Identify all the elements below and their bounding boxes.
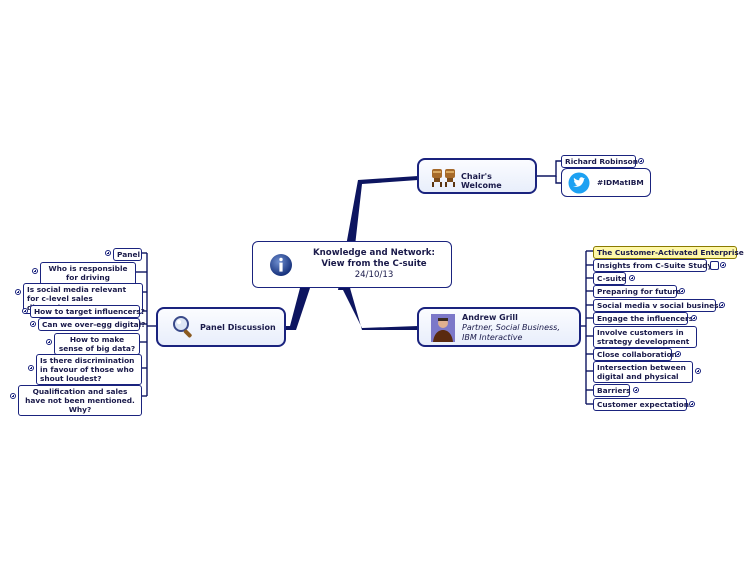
expand-icon[interactable] [22, 308, 28, 314]
speaker-item-label: Preparing for future [597, 287, 682, 296]
chairs-subbranches [536, 160, 561, 184]
speaker-item[interactable]: C-suite [593, 272, 626, 285]
panel-item[interactable]: Panel [113, 248, 142, 261]
twitter-node[interactable]: #IDMatIBM [561, 168, 651, 197]
panel-item[interactable]: Can we over-egg digital? [38, 318, 145, 331]
speaker-item[interactable]: Involve customers in strategy developmen… [593, 326, 697, 348]
info-icon [270, 254, 292, 276]
expand-icon[interactable] [105, 250, 111, 256]
branch-chairs-welcome [338, 176, 418, 290]
speaker-subbranches [580, 250, 593, 405]
expand-icon[interactable] [638, 158, 644, 164]
speaker-item[interactable]: Engage the influencers [593, 312, 693, 325]
speaker-item-label: Customer expectations [597, 400, 694, 409]
speaker-item[interactable]: Preparing for future [593, 285, 681, 298]
branch-speaker [342, 288, 418, 330]
topic-chairs-welcome[interactable]: Chair's Welcome [417, 158, 537, 194]
expand-icon[interactable] [695, 368, 701, 374]
expand-icon[interactable] [720, 262, 726, 268]
central-date: 24/10/13 [354, 270, 394, 280]
speaker-item[interactable]: Barriers [593, 384, 631, 397]
speaker-item-label: Engage the influencers [597, 314, 694, 323]
speaker-item-label: Involve customers in strategy developmen… [597, 328, 690, 346]
branch-panel [286, 288, 310, 330]
expand-icon[interactable] [32, 268, 38, 274]
panel-item[interactable]: How to make sense of big data? [54, 333, 140, 355]
richard-robinson-label: Richard Robinson [565, 157, 638, 166]
panel-item-label: Qualification and sales have not been me… [25, 387, 135, 414]
central-title-line1: Knowledge and Network: [313, 248, 435, 258]
expand-icon[interactable] [675, 351, 681, 357]
expand-icon[interactable] [30, 321, 36, 327]
panel-item-label: Can we over-egg digital? [42, 320, 146, 329]
expand-icon[interactable] [679, 288, 685, 294]
expand-icon[interactable] [46, 339, 52, 345]
expand-icon[interactable] [10, 393, 16, 399]
speaker-item-label: Barriers [597, 386, 631, 395]
chairs-welcome-label: Chair's Welcome [461, 172, 502, 190]
central-title-line2: View from the C-suite [321, 259, 427, 269]
speaker-item-label: Intersection between digital and physica… [597, 363, 686, 381]
speaker-title-line2: IBM Interactive [462, 333, 523, 342]
expand-icon[interactable] [691, 315, 697, 321]
expand-icon[interactable] [633, 387, 639, 393]
topic-panel-discussion[interactable]: Panel Discussion [156, 307, 286, 347]
expand-icon[interactable] [689, 401, 695, 407]
panel-item-label: How to make sense of big data? [58, 335, 136, 353]
speaker-item-label: Insights from C-Suite Study [597, 261, 713, 270]
panel-item-label: Panel [117, 250, 141, 259]
central-topic[interactable]: Knowledge and Network: View from the C-s… [252, 241, 452, 288]
avatar-icon [431, 314, 455, 342]
speaker-item[interactable]: Intersection between digital and physica… [593, 361, 693, 383]
speaker-item-label: The Customer-Activated Enterprise [597, 248, 744, 257]
panel-item[interactable]: Is there discrimination in favour of tho… [36, 354, 142, 385]
speaker-item[interactable]: The Customer-Activated Enterprise [593, 246, 744, 259]
chairs-icon [432, 169, 455, 187]
panel-item[interactable]: How to target influencers? [30, 305, 145, 318]
panel-item[interactable]: Qualification and sales have not been me… [18, 385, 142, 416]
panel-item-label: Is there discrimination in favour of tho… [40, 356, 135, 383]
note-icon[interactable] [710, 261, 719, 270]
speaker-name: Andrew Grill [462, 313, 518, 322]
panel-item-label: How to target influencers? [34, 307, 145, 316]
speaker-item[interactable]: Insights from C-Suite Study [593, 259, 712, 272]
panel-subbranches [136, 252, 156, 397]
speaker-item[interactable]: Customer expectations [593, 398, 693, 411]
speaker-item[interactable]: Close collaboration [593, 348, 677, 361]
magnifier-icon [173, 316, 192, 338]
speaker-item[interactable]: Social media v social business [593, 299, 723, 312]
topic-speaker[interactable]: Andrew Grill Partner, Social Business, I… [417, 307, 581, 347]
speaker-item-label: Social media v social business [597, 301, 723, 310]
expand-icon[interactable] [28, 365, 34, 371]
expand-icon[interactable] [629, 275, 635, 281]
twitter-hashtag: #IDMatIBM [597, 178, 644, 187]
richard-robinson-node[interactable]: Richard Robinson [561, 155, 638, 168]
expand-icon[interactable] [719, 302, 725, 308]
expand-icon[interactable] [15, 289, 21, 295]
speaker-item-label: C-suite [597, 274, 627, 283]
panel-discussion-label: Panel Discussion [200, 323, 276, 332]
twitter-icon [568, 172, 590, 194]
speaker-title-line1: Partner, Social Business, [462, 323, 560, 332]
speaker-item-label: Close collaboration [597, 350, 677, 359]
